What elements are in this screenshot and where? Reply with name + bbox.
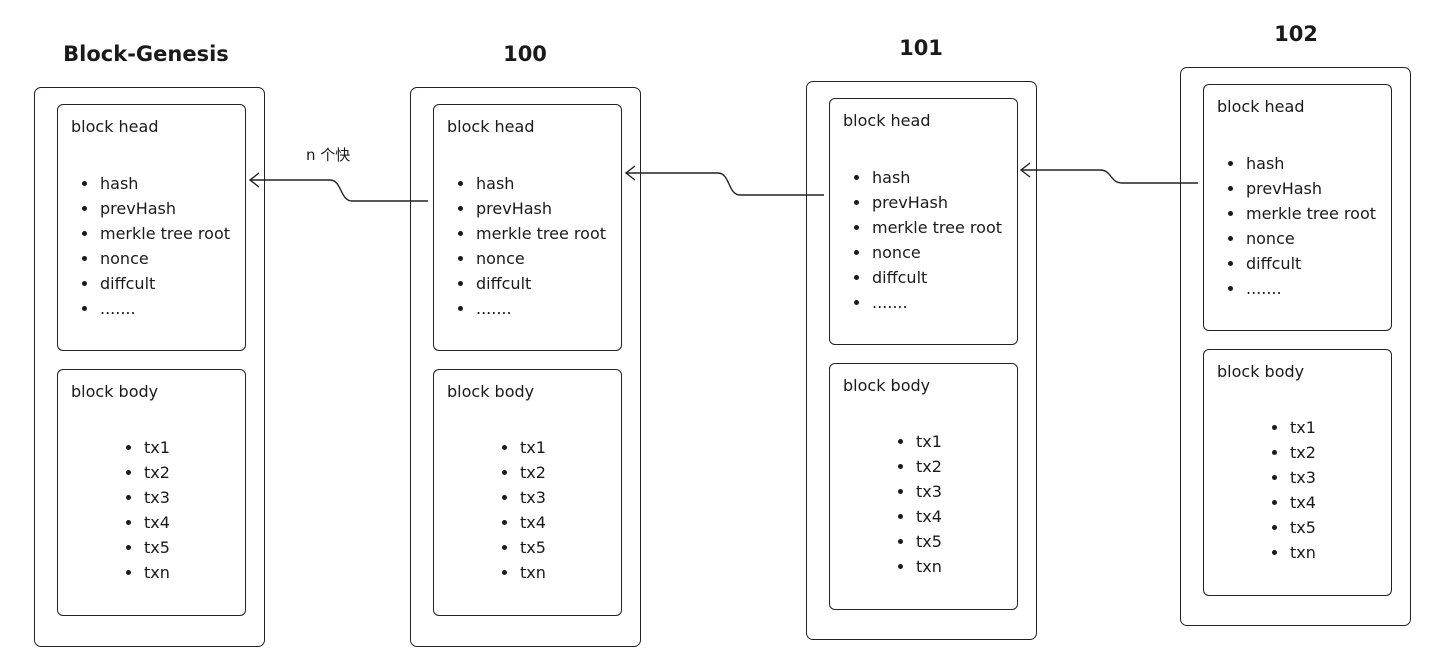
list-item: hash — [1228, 151, 1376, 176]
list-item: merkle tree root — [1228, 201, 1376, 226]
block-100: block head hash prevHash merkle tree roo… — [410, 87, 641, 647]
list-item: tx4 — [502, 510, 546, 535]
list-item: tx4 — [126, 510, 170, 535]
list-item: prevHash — [854, 190, 1002, 215]
body-tx-list: tx1 tx2 tx3 tx4 tx5 txn — [502, 435, 546, 585]
list-item: nonce — [854, 240, 1002, 265]
block-head: block head hash prevHash merkle tree roo… — [433, 104, 622, 351]
block-head-label: block head — [1217, 97, 1305, 116]
block-head: block head hash prevHash merkle tree roo… — [1203, 84, 1392, 331]
block-body-label: block body — [71, 382, 159, 401]
body-tx-list: tx1 tx2 tx3 tx4 tx5 txn — [898, 429, 942, 579]
list-item: tx4 — [1272, 490, 1316, 515]
block-genesis: block head hash prevHash merkle tree roo… — [34, 87, 265, 647]
list-item: tx4 — [898, 504, 942, 529]
block-head-label: block head — [71, 117, 159, 136]
block-body: block body tx1 tx2 tx3 tx4 tx5 txn — [1203, 349, 1392, 596]
block-body-label: block body — [843, 376, 931, 395]
block-101: block head hash prevHash merkle tree roo… — [806, 81, 1037, 640]
list-item: prevHash — [458, 196, 606, 221]
list-item: prevHash — [1228, 176, 1376, 201]
list-item: nonce — [1228, 226, 1376, 251]
connector-100-to-genesis — [250, 179, 428, 202]
list-item: hash — [82, 171, 230, 196]
head-field-list: hash prevHash merkle tree root nonce dif… — [458, 171, 606, 321]
connector-101-to-100 — [626, 172, 824, 196]
edge-label: n 个快 — [306, 146, 351, 164]
block-102: block head hash prevHash merkle tree roo… — [1180, 67, 1411, 626]
list-item: tx1 — [1272, 415, 1316, 440]
list-item: txn — [126, 560, 170, 585]
arrowhead-icon — [248, 172, 260, 188]
block-title-101: 101 — [899, 36, 943, 60]
list-item: diffcult — [854, 265, 1002, 290]
list-item: merkle tree root — [458, 221, 606, 246]
list-item: tx1 — [126, 435, 170, 460]
list-item: ....... — [854, 290, 1002, 315]
list-item: tx5 — [126, 535, 170, 560]
list-item: tx2 — [1272, 440, 1316, 465]
list-item: tx2 — [126, 460, 170, 485]
block-title-100: 100 — [503, 42, 547, 66]
list-item: tx3 — [126, 485, 170, 510]
block-title-genesis: Block-Genesis — [63, 42, 229, 66]
block-head: block head hash prevHash merkle tree roo… — [829, 98, 1018, 345]
list-item: diffcult — [82, 271, 230, 296]
block-body-label: block body — [1217, 362, 1305, 381]
block-title-102: 102 — [1274, 22, 1318, 46]
list-item: tx2 — [898, 454, 942, 479]
list-item: ....... — [82, 296, 230, 321]
list-item: diffcult — [1228, 251, 1376, 276]
arrowhead-icon — [624, 165, 636, 181]
list-item: tx3 — [898, 479, 942, 504]
list-item: nonce — [458, 246, 606, 271]
block-head-label: block head — [447, 117, 535, 136]
block-body-label: block body — [447, 382, 535, 401]
list-item: merkle tree root — [854, 215, 1002, 240]
list-item: nonce — [82, 246, 230, 271]
list-item: ....... — [458, 296, 606, 321]
block-head: block head hash prevHash merkle tree roo… — [57, 104, 246, 351]
list-item: prevHash — [82, 196, 230, 221]
list-item: hash — [854, 165, 1002, 190]
block-head-label: block head — [843, 111, 931, 130]
arrowhead-icon — [1019, 162, 1031, 178]
list-item: tx5 — [898, 529, 942, 554]
list-item: txn — [502, 560, 546, 585]
list-item: tx5 — [1272, 515, 1316, 540]
list-item: hash — [458, 171, 606, 196]
list-item: diffcult — [458, 271, 606, 296]
list-item: tx5 — [502, 535, 546, 560]
connector-102-to-101 — [1021, 169, 1198, 184]
head-field-list: hash prevHash merkle tree root nonce dif… — [1228, 151, 1376, 301]
list-item: tx1 — [898, 429, 942, 454]
body-tx-list: tx1 tx2 tx3 tx4 tx5 txn — [126, 435, 170, 585]
body-tx-list: tx1 tx2 tx3 tx4 tx5 txn — [1272, 415, 1316, 565]
list-item: tx1 — [502, 435, 546, 460]
list-item: tx3 — [1272, 465, 1316, 490]
block-body: block body tx1 tx2 tx3 tx4 tx5 txn — [433, 369, 622, 616]
list-item: tx2 — [502, 460, 546, 485]
list-item: txn — [898, 554, 942, 579]
head-field-list: hash prevHash merkle tree root nonce dif… — [82, 171, 230, 321]
list-item: ....... — [1228, 276, 1376, 301]
list-item: merkle tree root — [82, 221, 230, 246]
head-field-list: hash prevHash merkle tree root nonce dif… — [854, 165, 1002, 315]
block-body: block body tx1 tx2 tx3 tx4 tx5 txn — [829, 363, 1018, 610]
list-item: tx3 — [502, 485, 546, 510]
block-body: block body tx1 tx2 tx3 tx4 tx5 txn — [57, 369, 246, 616]
list-item: txn — [1272, 540, 1316, 565]
